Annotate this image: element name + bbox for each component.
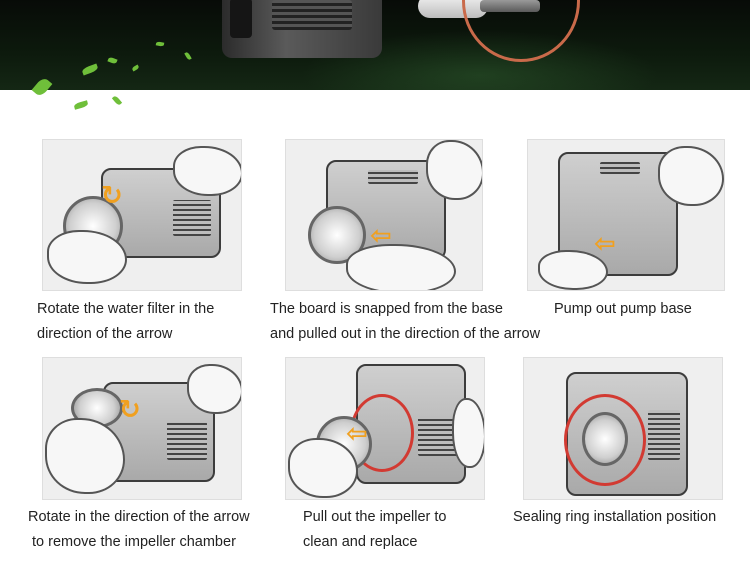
step-5-caption-line1: Pull out the impeller to [303, 509, 447, 525]
hand [187, 364, 241, 414]
hand [538, 250, 608, 290]
hand [658, 146, 724, 206]
hand [47, 230, 127, 284]
step-6-caption-line1: Sealing ring installation position [513, 509, 717, 525]
step-1-caption-line2: direction of the arrow [37, 326, 173, 342]
pump-vent [167, 422, 207, 460]
pull-arrow-icon: ⇦ [594, 228, 616, 258]
rotate-arrow-icon: ↻ [119, 394, 141, 424]
pump-body-notch [230, 0, 252, 38]
hand [45, 418, 125, 494]
seal-ring [564, 394, 646, 486]
pump-body-photo [222, 0, 382, 58]
step-3-illustration: ⇦ [527, 139, 725, 291]
step-2-caption-line2: and pulled out in the direction of the a… [270, 326, 541, 342]
pump-inlet [308, 206, 366, 264]
header-banner [0, 0, 750, 90]
step-2-illustration: ⇦ [285, 139, 483, 291]
pull-arrow-icon: ⇦ [370, 220, 392, 250]
pump-vent [600, 162, 640, 174]
step-4-caption-line2: to remove the impeller chamber [32, 534, 236, 550]
hand [346, 244, 456, 290]
hand [426, 140, 482, 200]
leaf-icon [111, 95, 123, 106]
step-4-caption-line1: Rotate in the direction of the arrow [28, 509, 250, 525]
step-1-caption-line1: Rotate the water filter in the [37, 301, 215, 317]
step-5-caption-line2: clean and replace [303, 534, 418, 550]
step-3-caption-line1: Pump out pump base [554, 301, 692, 317]
leaf-icon [73, 100, 89, 110]
hand [173, 146, 241, 196]
pump-inlet [582, 412, 628, 466]
step-1-illustration: ↻ [42, 139, 242, 291]
pump-vent [368, 170, 418, 184]
pull-arrow-icon: ⇦ [346, 418, 368, 448]
pump-body-grill [272, 0, 352, 30]
rotate-arrow-icon: ↻ [101, 180, 123, 210]
hand [452, 398, 484, 468]
hand [288, 438, 358, 498]
step-4-illustration: ↻ [42, 357, 242, 500]
pump-vent [648, 410, 680, 460]
step-5-illustration: ⇦ [285, 357, 485, 500]
step-6-illustration [523, 357, 723, 500]
pump-vent [173, 200, 211, 236]
step-2-caption-line1: The board is snapped from the base [270, 301, 503, 317]
